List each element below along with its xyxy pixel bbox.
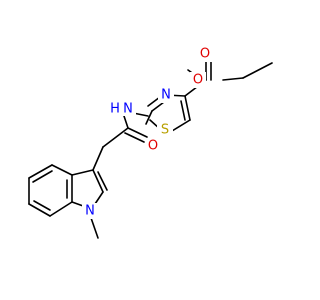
amide-nitrogen: N bbox=[123, 102, 133, 117]
amide-hydrogen: H bbox=[110, 102, 120, 117]
amide-c-o-bond-a bbox=[127, 127, 148, 138]
benzene-bond-2-double bbox=[32, 170, 53, 183]
thiazole-s-c2-bond bbox=[145, 110, 153, 125]
indole-nitrogen: N bbox=[85, 204, 95, 219]
thiazole-c4-c5-double bbox=[180, 100, 186, 121]
molecule-svg: O O N S N H O N bbox=[28, 46, 273, 239]
amide-c-o-bond-b bbox=[124, 132, 145, 143]
thiazole-nitrogen: N bbox=[161, 88, 171, 103]
indole-ring-system bbox=[28, 164, 108, 239]
benzene-bond-1 bbox=[51, 164, 73, 176]
ch2-indole-bond bbox=[92, 146, 104, 171]
amide-carbonyl-oxygen: O bbox=[148, 139, 158, 154]
indole-c3-c2-double bbox=[97, 171, 108, 191]
ester-ether-oxygen: O bbox=[193, 73, 203, 88]
ethyl-terminal-bond bbox=[242, 62, 273, 79]
indole-c3-c3a-bond bbox=[71, 169, 94, 176]
thiazole-sulfur: S bbox=[161, 123, 169, 138]
benzene-bond-4-double bbox=[33, 200, 51, 211]
thiazole-c2-n-bond bbox=[151, 101, 165, 112]
thiazole-c5-s-bond bbox=[171, 119, 191, 132]
benzene-bond-4 bbox=[28, 203, 51, 217]
benzene-bond-2 bbox=[28, 164, 53, 179]
thiazole-c4-c5-bond bbox=[184, 95, 191, 121]
carbonyl-ch2-bond bbox=[102, 127, 129, 148]
indole-c3-c2-bond bbox=[92, 169, 104, 193]
indole-c2-n-bond bbox=[94, 191, 104, 205]
ester-carbonyl-oxygen: O bbox=[200, 47, 210, 62]
atom-labels: O O N S N H O N bbox=[82, 46, 213, 219]
ethyl-ch2-o-bond bbox=[222, 77, 244, 81]
molecule-structure-diagram: O O N S N H O N bbox=[28, 46, 273, 239]
benzene-bond-5 bbox=[49, 201, 73, 217]
